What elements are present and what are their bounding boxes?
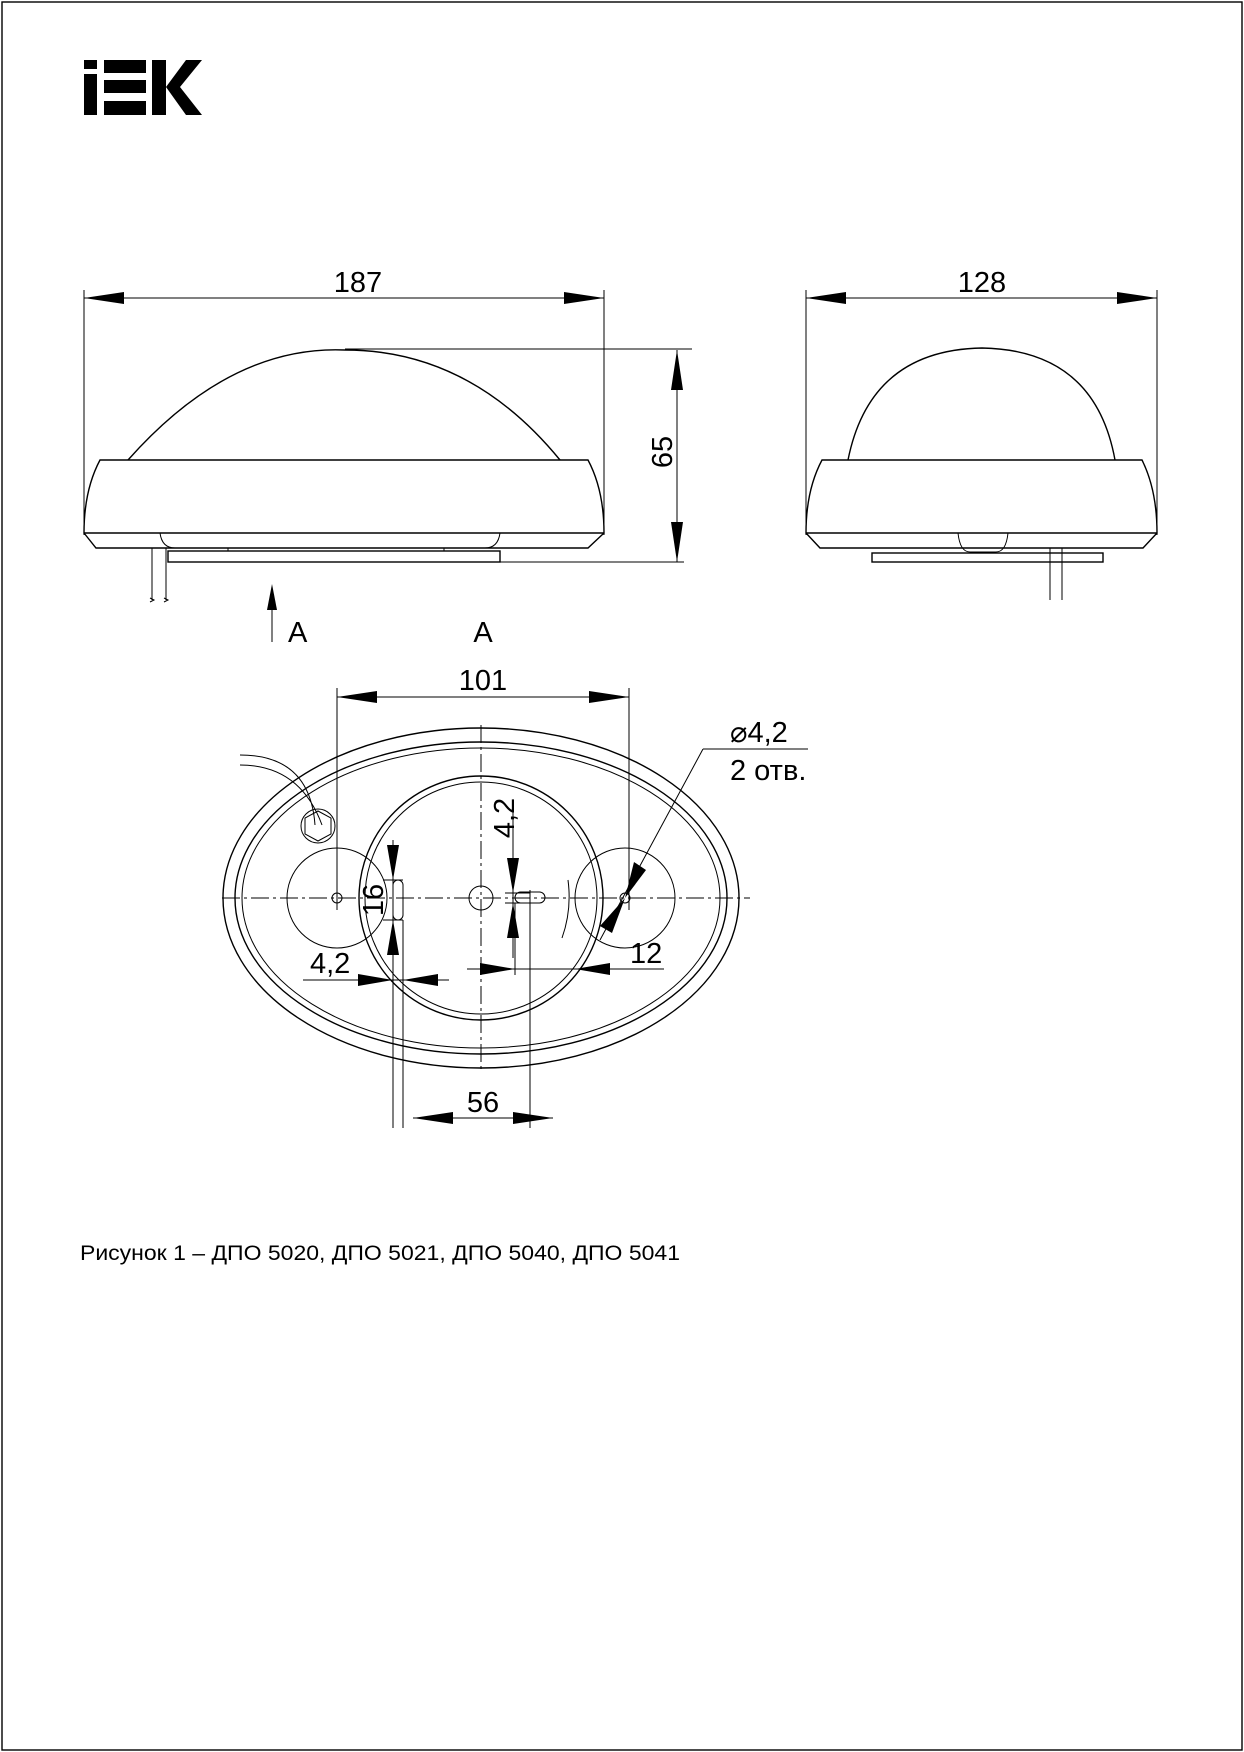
bottom-view-title: A (473, 617, 493, 649)
cable (239, 754, 323, 826)
dim-128-label: 128 (958, 267, 1006, 299)
hole-count-label: 2 отв. (730, 755, 806, 787)
figure-caption: Рисунок 1 – ДПО 5020, ДПО 5021, ДПО 5040… (80, 1242, 680, 1265)
housing-body (83, 459, 605, 534)
hole-diameter-label: ⌀4,2 (730, 717, 788, 749)
dim-4-2-horizontal-label: 4,2 (310, 948, 350, 980)
dim-187-label: 187 (334, 267, 382, 299)
base-plate (167, 550, 501, 563)
cable (151, 548, 167, 600)
bottom-view: A 101 ⌀4,2 2 отв. 16 (222, 617, 808, 1128)
side-view: 187 65 A (83, 267, 692, 649)
diffuser-dome (127, 349, 561, 461)
dim-101-label: 101 (459, 665, 507, 697)
dim-4-2-vertical-label: 4,2 (489, 798, 521, 838)
view-marker-label: A (288, 617, 308, 649)
dim-56-label: 56 (467, 1087, 499, 1119)
dim-16-label: 16 (358, 884, 390, 916)
dim-65-label: 65 (647, 436, 679, 468)
dim-12-label: 12 (630, 938, 662, 970)
iek-logo (84, 60, 202, 115)
front-view: 128 (805, 267, 1158, 600)
